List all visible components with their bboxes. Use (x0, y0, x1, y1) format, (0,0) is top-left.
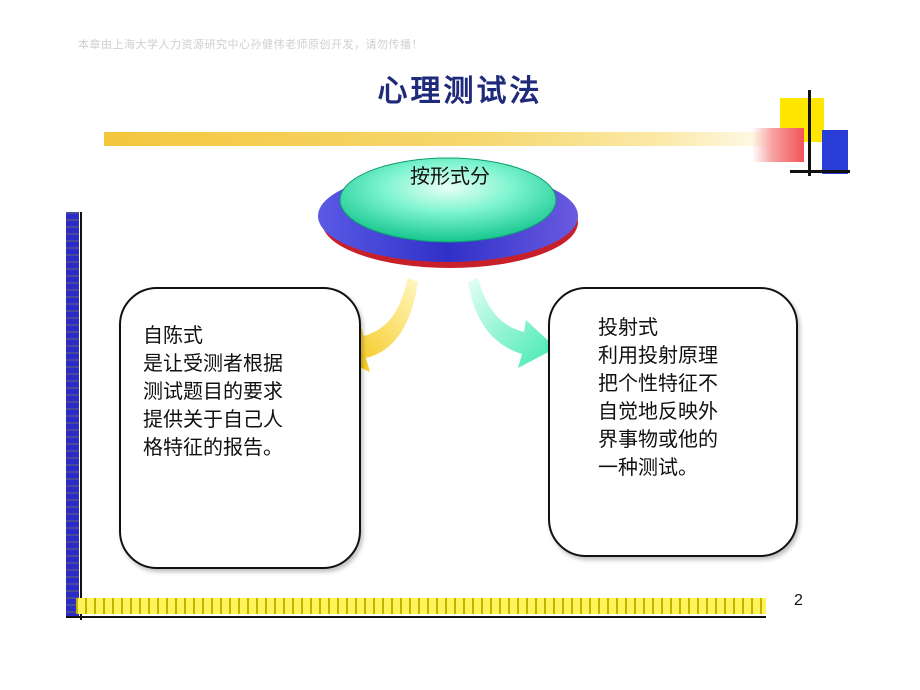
corner-blue-block (822, 130, 848, 174)
projective-heading: 投射式 (598, 315, 658, 339)
disc-green-top (339, 157, 557, 243)
right-curved-arrow-icon (468, 278, 556, 368)
page-number: 2 (794, 592, 803, 609)
horizontal-axis-line (66, 616, 766, 618)
corner-red-block (752, 128, 804, 162)
projective-description: 利用投射原理 把个性特征不 自觉地反映外 界事物或他的 一种测试。 (598, 343, 718, 479)
corner-vertical-line (808, 90, 811, 176)
center-label: 按形式分 (410, 164, 490, 188)
page-title: 心理测试法 (377, 74, 543, 109)
horizontal-ruler (76, 598, 766, 614)
vertical-axis-line (80, 212, 82, 620)
vertical-ruler (66, 212, 79, 616)
projective-box: 投射式 利用投射原理 把个性特征不 自觉地反映外 界事物或他的 一种测试。 (548, 287, 798, 557)
projective-text: 投射式 利用投射原理 把个性特征不 自觉地反映外 界事物或他的 一种测试。 (598, 313, 718, 481)
self-report-box: 自陈式 是让受测者根据 测试题目的要求 提供关于自己人 格特征的报告。 (119, 287, 361, 569)
self-report-description: 是让受测者根据 测试题目的要求 提供关于自己人 格特征的报告。 (143, 351, 283, 459)
watermark-text: 本章由上海大学人力资源研究中心孙健伟老师原创开发，请勿传播！ (78, 38, 423, 51)
center-disc (318, 157, 578, 268)
title-underline-bar (104, 132, 798, 146)
corner-horizontal-line (790, 170, 850, 173)
self-report-heading: 自陈式 (143, 323, 203, 347)
self-report-text: 自陈式 是让受测者根据 测试题目的要求 提供关于自己人 格特征的报告。 (143, 321, 283, 461)
